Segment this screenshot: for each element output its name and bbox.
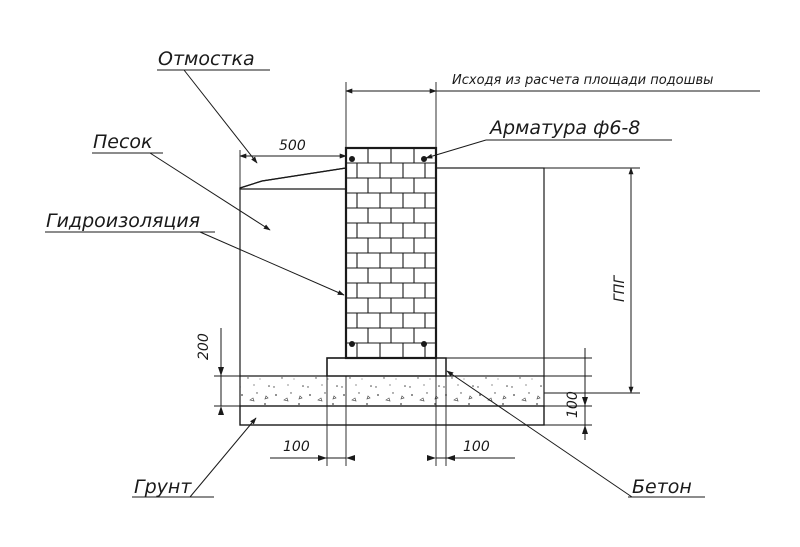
leader-armatura	[425, 139, 487, 159]
dim-depth-value: ГПГ	[612, 275, 628, 302]
concrete-base	[239, 405, 545, 426]
note-text: Исходя из расчета площади подошвы	[452, 73, 713, 88]
dim-offset-left-value: 100	[283, 439, 310, 455]
brick-wall	[344, 146, 438, 360]
dim-cushion-value: 200	[196, 333, 212, 360]
dim-offset-right-value: 100	[463, 439, 490, 455]
leader-grunt	[189, 417, 257, 498]
label-otmostka: Отмостка	[158, 48, 255, 70]
rebar-top-right	[421, 156, 427, 162]
label-grunt: Грунт	[134, 476, 192, 498]
rebar-bottom-left	[349, 341, 355, 347]
leader-gidroizolyatsiya	[199, 231, 345, 296]
leader-pesok	[149, 152, 271, 231]
dim-concrete-value: 100	[565, 391, 581, 418]
sand-fill-right	[435, 167, 545, 377]
label-beton: Бетон	[632, 476, 692, 498]
label-gidroizolyatsiya: Гидроизоляция	[46, 210, 200, 232]
label-armatura: Арматура ф6-8	[488, 117, 640, 139]
footing-pad	[326, 357, 447, 377]
dim-otmostka-value: 500	[279, 138, 306, 154]
sand-cushion	[240, 376, 544, 406]
rebar-top-left	[349, 156, 355, 162]
label-pesok: Песок	[93, 131, 153, 153]
leader-otmostka	[183, 69, 258, 164]
sand-fill-left	[239, 167, 347, 377]
otmostka-slab	[239, 167, 347, 190]
rebar-bottom-right	[421, 341, 427, 347]
leader-beton	[446, 370, 633, 498]
